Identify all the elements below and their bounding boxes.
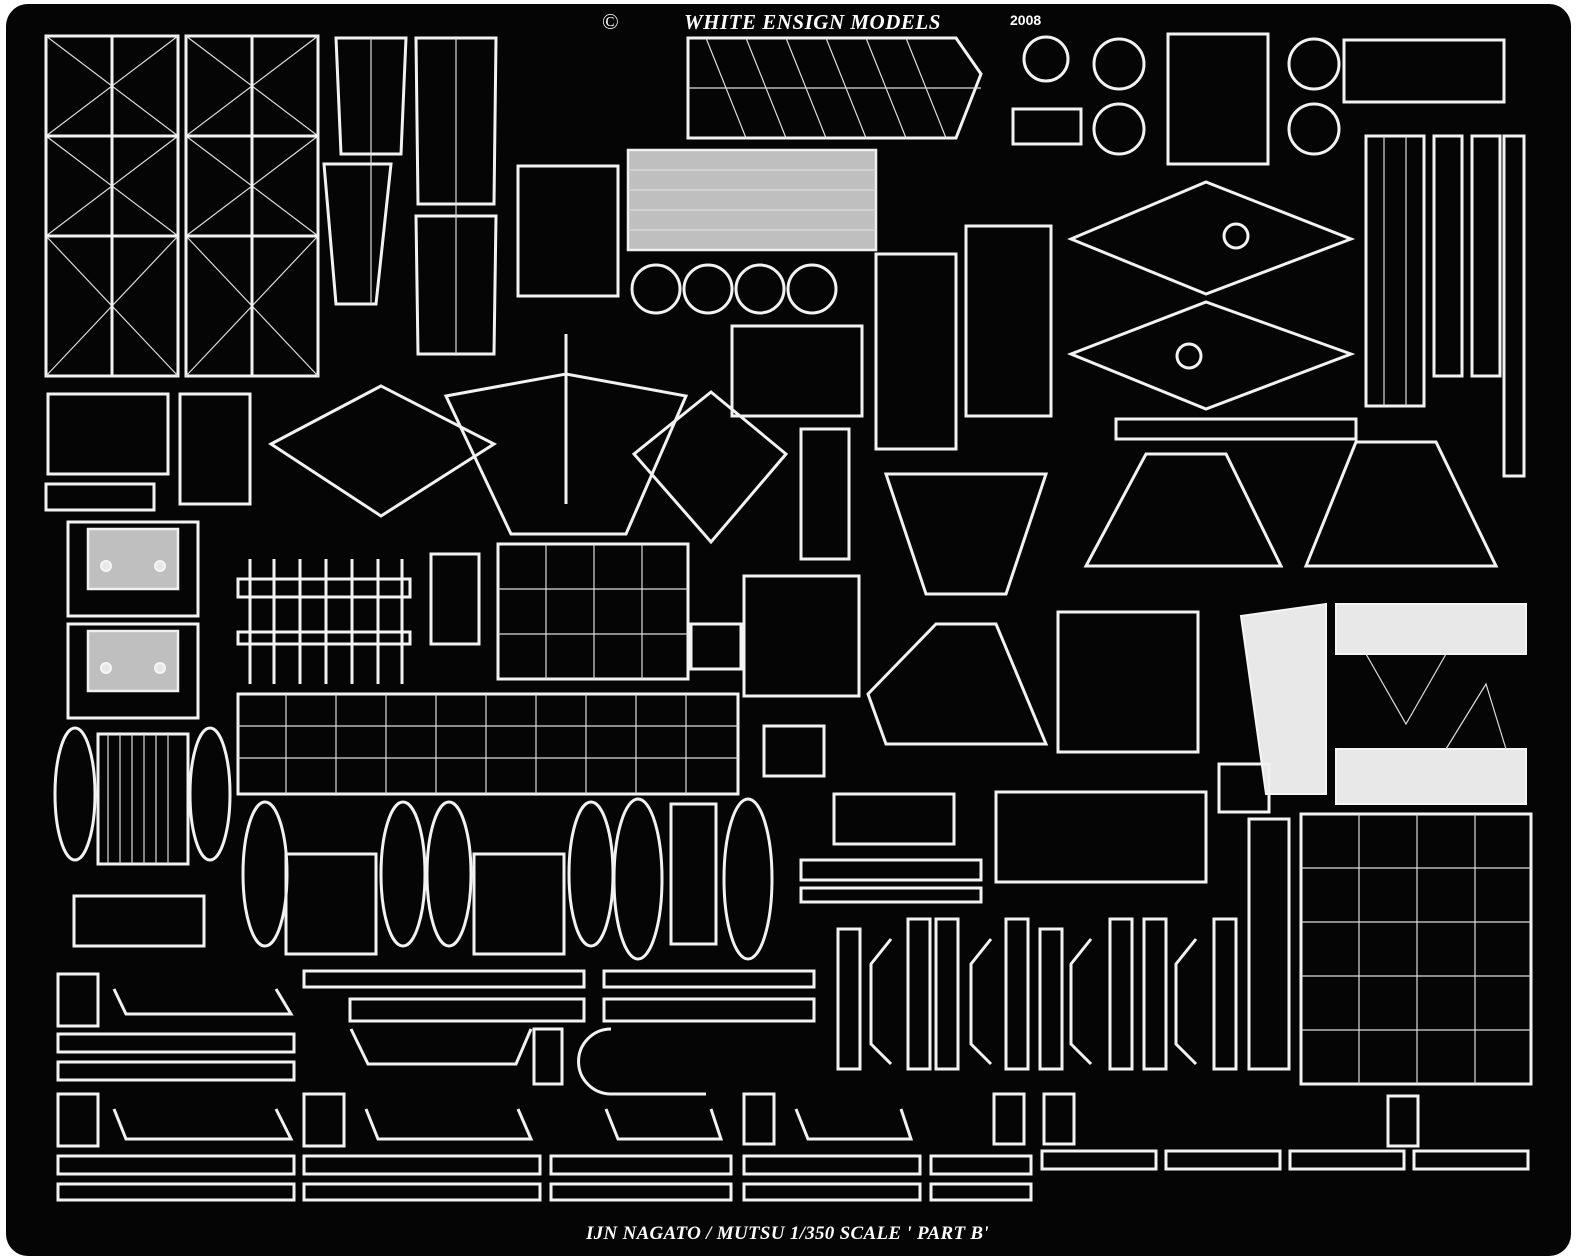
copyright-mark: © — [602, 9, 619, 34]
ladder-chutes — [322, 36, 498, 356]
mesh-hatches — [66, 520, 200, 720]
searchlight-platforms — [866, 134, 1527, 805]
manufacturer-name: WHITE ENSIGN MODELS — [684, 10, 941, 34]
porthole-discs — [630, 35, 1341, 315]
vertical-ladder-strips — [836, 917, 1238, 1071]
diamond-platforms — [268, 180, 1356, 545]
railing-comb — [236, 559, 412, 684]
hatch-grids — [236, 542, 740, 796]
small-fittings — [44, 32, 1506, 1148]
tower-truss-panels — [44, 34, 320, 378]
deck-grating — [626, 148, 878, 252]
boat-hulls — [53, 726, 774, 961]
sheet-year: 2008 — [1010, 12, 1042, 28]
bottom-rail-strips — [56, 858, 1530, 1202]
long-deck-part — [686, 36, 983, 140]
sheet-caption: IJN NAGATO / MUTSU 1/350 SCALE ' PART B' — [586, 1223, 989, 1244]
etched-parts-artwork — [44, 32, 1533, 1202]
bracket-array — [1217, 762, 1533, 1086]
photo-etch-fret: © WHITE ENSIGN MODELS 2008 — [6, 4, 1571, 1256]
